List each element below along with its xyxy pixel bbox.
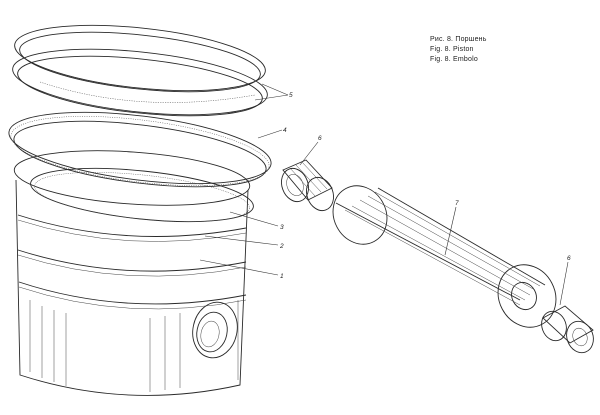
caption-en: Fig. 8. Piston xyxy=(430,46,474,53)
leader-lines xyxy=(199,83,569,306)
pin-bushing-lower xyxy=(541,305,594,354)
callout-7: 7 xyxy=(455,200,459,207)
callout-2: 2 xyxy=(279,243,284,250)
callout-6-upper: 6 xyxy=(318,135,322,142)
compression-rings xyxy=(12,24,268,117)
callout-6-lower: 6 xyxy=(567,255,571,262)
piston-pin xyxy=(332,185,557,328)
callout-5: 5 xyxy=(289,92,293,99)
oil-control-ring xyxy=(8,111,272,188)
callout-4: 4 xyxy=(283,127,287,134)
caption-es: Fig. 8. Embolo xyxy=(430,56,478,63)
pin-bushing-upper xyxy=(281,159,334,212)
callout-1: 1 xyxy=(280,273,284,280)
caption-ru: Рис. 8. Поршень xyxy=(430,36,487,43)
expander-ring xyxy=(30,167,254,223)
piston-body xyxy=(13,150,251,396)
callout-3: 3 xyxy=(280,224,284,231)
